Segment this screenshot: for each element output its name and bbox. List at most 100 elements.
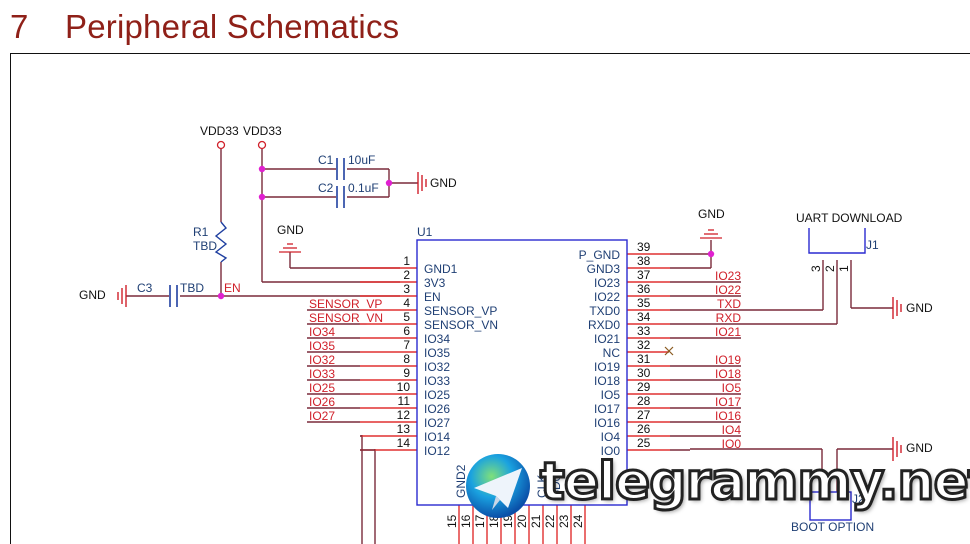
pin-number: 16 — [459, 514, 473, 528]
j1-connector-body — [808, 228, 866, 254]
pin-name: IO27 — [424, 416, 450, 430]
pin-number: 26 — [637, 422, 651, 436]
schematic-frame-top — [10, 53, 970, 54]
ground-icon — [892, 297, 902, 319]
no-connect-icon — [664, 346, 674, 356]
pin-number: 1 — [403, 254, 410, 268]
net-label: IO5 — [722, 381, 742, 395]
pin-name: IO4 — [601, 430, 621, 444]
u1-pin-2: 2 3V3 — [360, 268, 446, 290]
j1-pin-number: 1 — [837, 265, 851, 272]
pin-number: 27 — [637, 408, 651, 422]
ground-icon — [892, 437, 902, 461]
net-label: IO27 — [309, 409, 335, 423]
capacitor-c3-icon — [169, 285, 178, 307]
pin-number: 4 — [403, 296, 410, 310]
pin-number: 38 — [637, 254, 651, 268]
c1-ref: C1 — [318, 153, 334, 167]
pin-name: IO17 — [594, 402, 620, 416]
net-label: IO19 — [715, 353, 741, 367]
pin-name: IO32 — [424, 360, 450, 374]
pin-name: IO16 — [594, 416, 620, 430]
j2-ref: J2 — [852, 492, 865, 506]
pin-number: 35 — [637, 296, 651, 310]
watermark-text: telegrammy.net — [539, 451, 970, 514]
net-label: IO32 — [309, 353, 335, 367]
j1-ref: J1 — [866, 238, 879, 252]
vdd-label-right: VDD33 — [243, 124, 282, 138]
ground-icon — [117, 285, 127, 307]
net-label: SENSOR_VP — [309, 297, 382, 311]
u1-ref: U1 — [417, 225, 433, 239]
capacitor-c2-icon — [336, 186, 345, 208]
u1-pin-15: 15 — [445, 505, 460, 544]
pin-number: 5 — [403, 310, 410, 324]
pin-number: 2 — [403, 268, 410, 282]
j1-pin-number: 2 — [823, 265, 837, 272]
pin-name: GND2 — [454, 464, 468, 498]
net-label: IO17 — [715, 395, 741, 409]
net-label: IO22 — [715, 283, 741, 297]
pin-name: IO22 — [594, 290, 620, 304]
pin-name: GND3 — [587, 262, 621, 276]
net-label: IO25 — [309, 381, 335, 395]
vdd-label-left: VDD33 — [200, 124, 239, 138]
pin-name: IO14 — [424, 430, 450, 444]
pin-number: 33 — [637, 324, 651, 338]
ground-icon — [279, 243, 301, 253]
net-label: IO33 — [309, 367, 335, 381]
u1-pin-22: 22 — [543, 505, 558, 544]
pin-name: SENSOR_VP — [424, 304, 497, 318]
pin-name: IO23 — [594, 276, 620, 290]
pin-name: SD0 — [549, 474, 563, 498]
gnd-label: GND — [906, 301, 933, 315]
pin-number: 17 — [473, 514, 487, 528]
pin-name: 3V3 — [424, 276, 446, 290]
j2-name: BOOT OPTION — [791, 520, 874, 534]
pin-number: 30 — [637, 366, 651, 380]
net-label: RXD — [716, 311, 742, 325]
u1-pin-23: 23 — [557, 505, 572, 544]
pin-name: NC — [603, 346, 621, 360]
vdd-terminal-icon — [216, 140, 226, 150]
pin-name: IO18 — [594, 374, 620, 388]
vdd-terminal-icon — [257, 140, 267, 150]
pin-name: SENSOR_VN — [424, 318, 498, 332]
pin-number: 39 — [637, 240, 651, 254]
gnd-label: GND — [430, 176, 457, 190]
r1-value: TBD — [193, 239, 217, 253]
u1-pin-3: 3EN — [360, 282, 441, 304]
gnd-label: GND — [698, 207, 725, 221]
net-label: IO0 — [722, 437, 742, 451]
pin-number: 32 — [637, 338, 651, 352]
u1-pin-24: 24 — [571, 505, 586, 544]
pin-number: 8 — [403, 352, 410, 366]
pin-name: P_GND — [579, 248, 621, 262]
pin-number: 12 — [397, 408, 411, 422]
pin-number: 22 — [543, 514, 557, 528]
capacitor-c1-icon — [336, 158, 345, 180]
ground-icon — [700, 229, 722, 239]
pin-name: IO26 — [424, 402, 450, 416]
pin-number: 28 — [637, 394, 651, 408]
pin-number: 20 — [515, 514, 529, 528]
telegram-globe-icon — [466, 454, 530, 518]
pin-name: IO35 — [424, 346, 450, 360]
